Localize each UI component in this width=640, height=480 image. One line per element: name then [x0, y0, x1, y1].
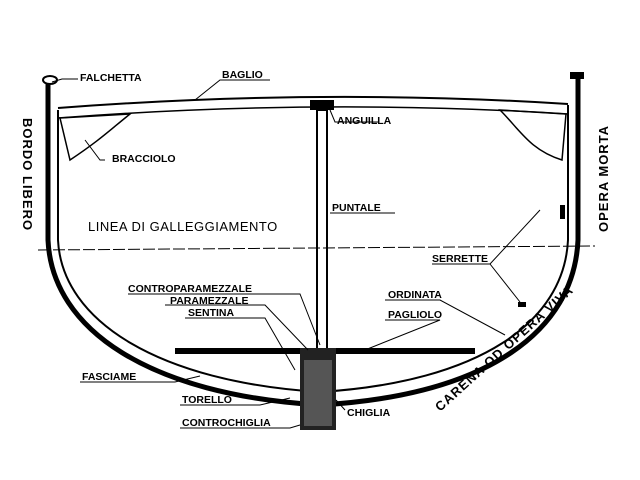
label-falchetta: FALCHETTA [80, 72, 142, 84]
label-pagliolo: PAGLIOLO [388, 309, 442, 321]
waterline [37, 245, 596, 251]
label-ordinata: ORDINATA [388, 289, 442, 301]
label-puntale: PUNTALE [332, 202, 381, 214]
label-controchiglia: CONTROCHIGLIA [182, 417, 271, 429]
bracciolo-left [59, 113, 133, 162]
leader-lines [51, 78, 541, 429]
label-paramezzale: PARAMEZZALE [170, 295, 249, 307]
label-chiglia: CHIGLIA [347, 407, 391, 419]
label-sentina: SENTINA [188, 307, 235, 319]
label-baglio: BAGLIO [222, 69, 263, 81]
label-serrette: SERRETTE [432, 253, 488, 265]
puntale-pillar [316, 109, 328, 351]
falchetta-cap-right [570, 72, 584, 79]
label-bracciolo: BRACCIOLO [112, 153, 176, 165]
label-bordo-libero: BORDO LIBERO [20, 118, 35, 231]
label-controparamezzale: CONTROPARAMEZZALE [128, 283, 252, 295]
chiglia-texture [304, 360, 332, 426]
serretta-upper [560, 205, 565, 219]
label-torello: TORELLO [182, 394, 232, 406]
serretta-lower [518, 302, 526, 307]
falchetta-cap-left [42, 75, 58, 85]
label-linea-di-galleggiamento: LINEA DI GALLEGGIAMENTO [88, 219, 278, 234]
label-anguilla: ANGUILLA [337, 115, 392, 127]
anguilla-block [310, 100, 334, 110]
bracciolo-right [498, 109, 567, 161]
label-opera-morta: OPERA MORTA [596, 125, 611, 232]
baglio-beam [57, 95, 569, 109]
label-fasciame: FASCIAME [82, 371, 136, 383]
